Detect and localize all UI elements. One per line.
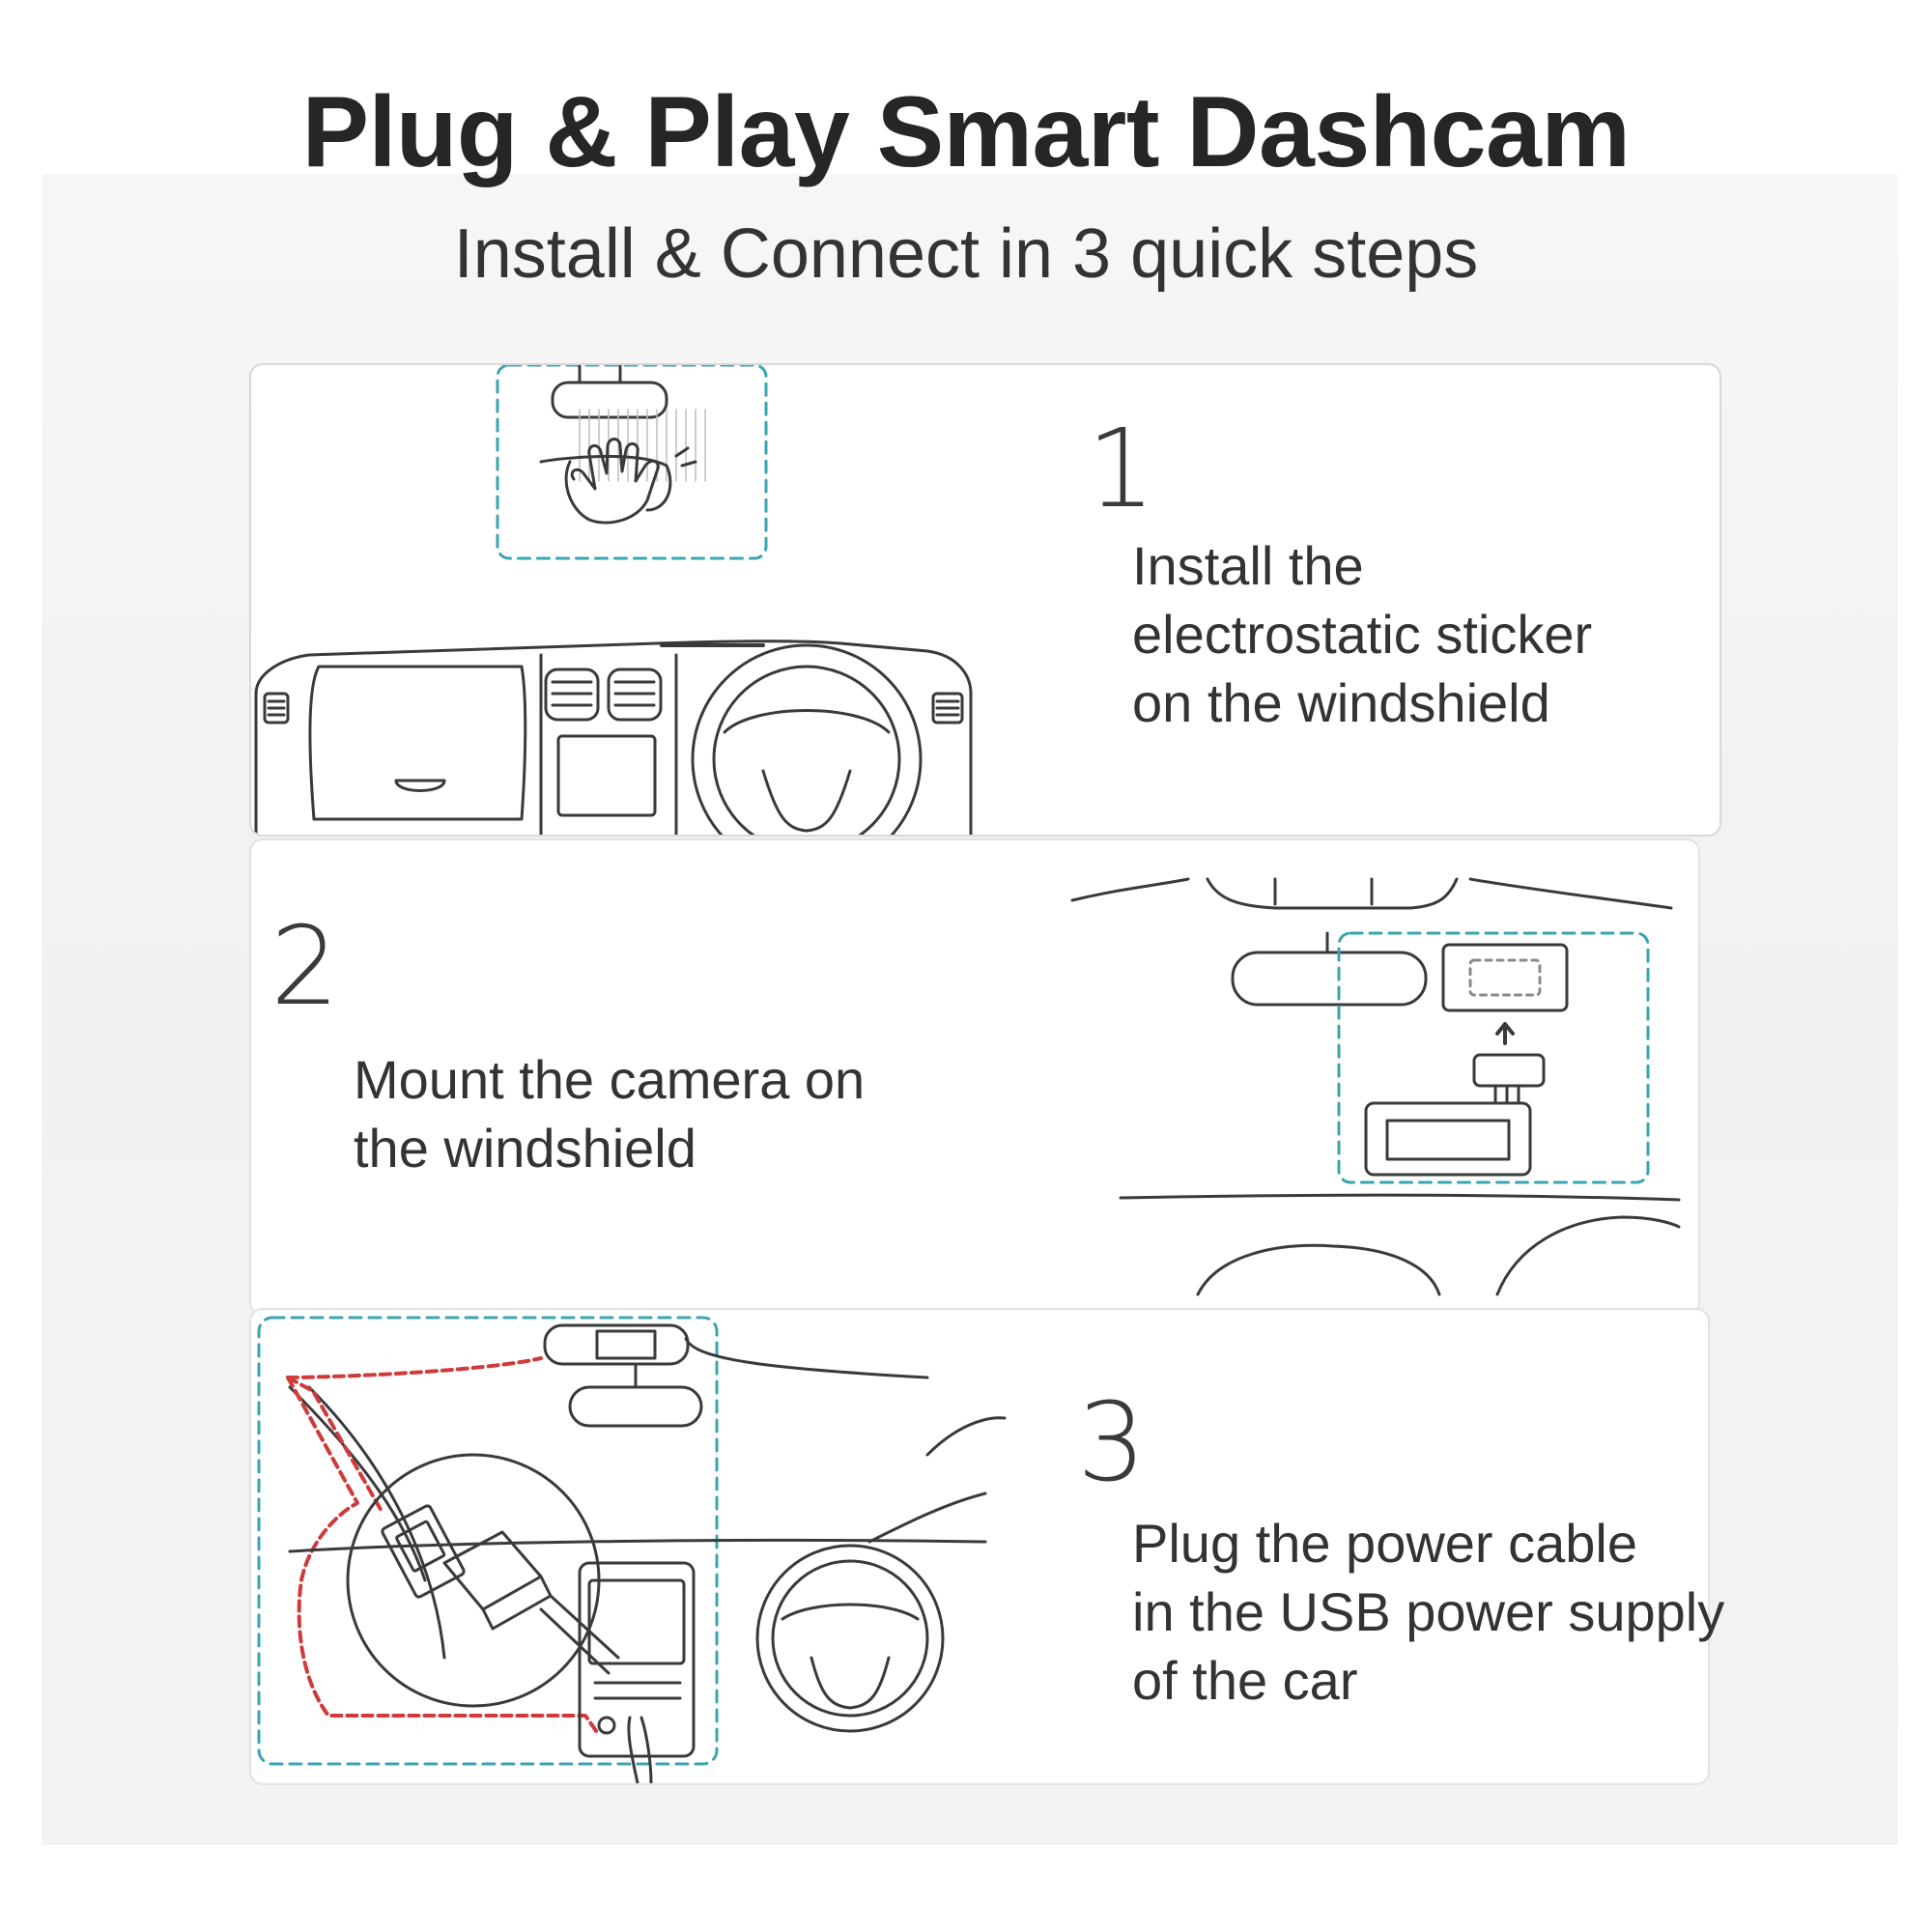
power-cable-route bbox=[286, 1356, 601, 1737]
zoom-detail-circle bbox=[346, 1453, 601, 1708]
step-3-illustration bbox=[257, 1316, 1007, 1783]
steering-wheel-icon bbox=[691, 643, 923, 835]
focus-box-2 bbox=[1337, 931, 1650, 1184]
page-subtitle: Install & Connect in 3 quick steps bbox=[453, 215, 1479, 293]
step-1-illustration bbox=[254, 365, 973, 835]
step-1-instruction: Install the electrostatic sticker on the… bbox=[1132, 531, 1592, 737]
dashboard-outline bbox=[254, 639, 973, 835]
step-3-number: 3 bbox=[1067, 1350, 1174, 1497]
step-3-card bbox=[249, 1308, 1710, 1785]
rearview-mirror-icon bbox=[551, 381, 668, 419]
step-1-card bbox=[249, 363, 1721, 837]
dashcam-icon-3 bbox=[543, 1323, 690, 1366]
step-1-line-3: on the windshield bbox=[1132, 672, 1550, 733]
step-2-instruction: Mount the camera on the windshield bbox=[354, 1045, 865, 1182]
step-1-number: 1 bbox=[1077, 377, 1183, 524]
step-3-line-1: Plug the power cable bbox=[1132, 1513, 1638, 1574]
rearview-mirror-icon-2 bbox=[1231, 951, 1428, 1007]
step-2-line-1: Mount the camera on bbox=[354, 1049, 866, 1110]
step-3-line-2: in the USB power supply bbox=[1132, 1581, 1725, 1642]
step-2-illustration bbox=[1070, 877, 1681, 1296]
step-1-line-2: electrostatic sticker bbox=[1132, 604, 1593, 665]
step-2-card bbox=[249, 838, 1700, 1316]
wiping-hand-icon bbox=[539, 438, 697, 525]
usb-port-icon bbox=[597, 1716, 616, 1735]
step-2-line-2: the windshield bbox=[354, 1118, 696, 1179]
up-arrow-icon bbox=[1495, 1022, 1515, 1045]
steering-wheel-icon-3 bbox=[755, 1544, 945, 1733]
dashcam-icon bbox=[1364, 1101, 1532, 1177]
step-2-number: 2 bbox=[261, 874, 367, 1021]
step-1-line-1: Install the bbox=[1132, 535, 1364, 596]
step-3-line-3: of the car bbox=[1132, 1650, 1358, 1711]
step-3-instruction: Plug the power cable in the USB power su… bbox=[1132, 1509, 1724, 1715]
page-title: Plug & Play Smart Dashcam bbox=[301, 76, 1631, 188]
focus-box-1 bbox=[496, 365, 768, 560]
rearview-mirror-icon-3 bbox=[568, 1385, 703, 1428]
